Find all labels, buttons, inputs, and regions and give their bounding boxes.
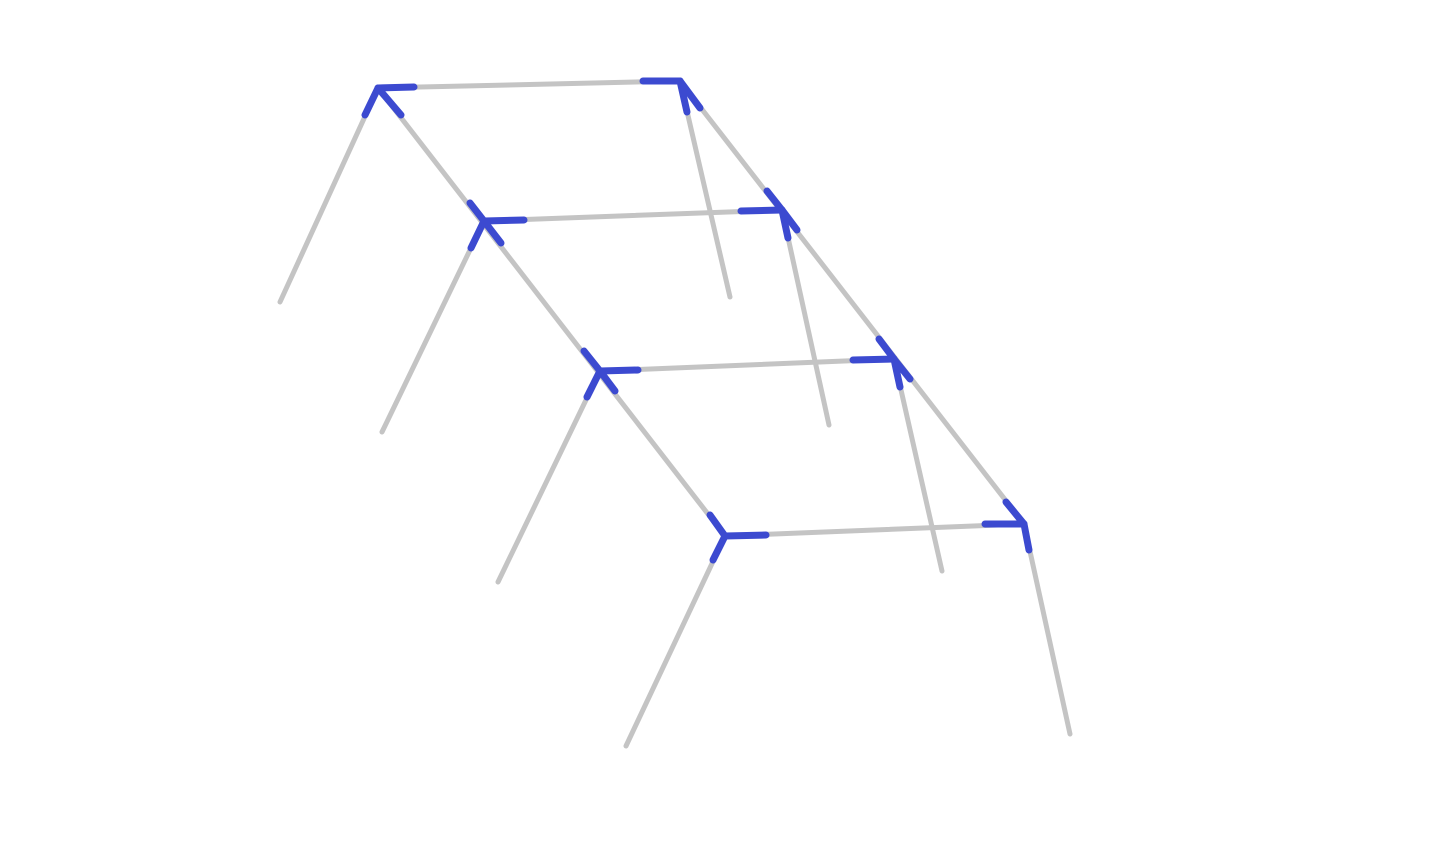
right-leg-1 — [677, 78, 733, 300]
left-leg-1 — [277, 85, 381, 305]
left-leg-4 — [623, 533, 728, 749]
connectors — [361, 77, 1033, 564]
crossbar-4 — [722, 521, 1027, 539]
right-connector-4 — [981, 498, 1033, 554]
right-ridge-rod — [677, 78, 1027, 527]
left-ridge-rod — [375, 85, 728, 539]
right-connector-1 — [639, 77, 704, 116]
left-leg-3 — [495, 368, 603, 585]
left-connector-4 — [706, 511, 770, 564]
left-connector-2 — [466, 199, 528, 252]
left-connector-3 — [580, 347, 642, 401]
right-leg-4 — [1021, 521, 1073, 737]
rods — [277, 78, 1073, 749]
crossbar-3 — [597, 356, 897, 374]
crossbar-2 — [481, 207, 785, 224]
left-connector-1 — [361, 83, 418, 119]
crossbar-1 — [375, 78, 683, 91]
right-connector-3 — [849, 335, 914, 391]
right-leg-3 — [891, 356, 945, 574]
right-connector-2 — [737, 187, 801, 242]
left-leg-2 — [379, 218, 487, 435]
right-leg-2 — [779, 207, 832, 428]
